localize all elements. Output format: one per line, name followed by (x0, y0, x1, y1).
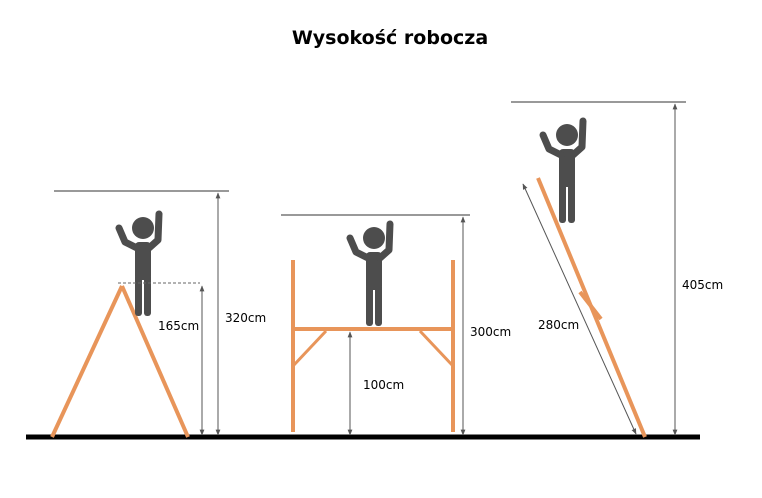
diagram-title: Wysokość robocza (292, 27, 488, 49)
working-height-label: 300cm (470, 325, 511, 339)
platform-height-label: 100cm (363, 378, 404, 392)
working-height-label: 405cm (682, 278, 723, 292)
ladder-length-arrow (522, 183, 637, 435)
person-icon (119, 214, 159, 316)
extension-ladder-second-section (578, 290, 603, 321)
a-frame-ladder-config: 165cm 320cm (50, 190, 266, 438)
scaffold-right-brace (418, 329, 455, 368)
a-frame-ladder-right-leg (120, 285, 190, 438)
platform-height-label: 165cm (158, 319, 199, 333)
person-icon (350, 224, 390, 326)
extension-ladder-config: 280cm 405cm (511, 101, 723, 438)
a-frame-ladder-left-leg (50, 285, 124, 438)
ladder-length-label: 280cm (538, 318, 579, 332)
scaffold-left-brace (291, 329, 328, 368)
scaffold-config: 100cm 300cm (281, 214, 511, 436)
working-height-label: 320cm (225, 311, 266, 325)
